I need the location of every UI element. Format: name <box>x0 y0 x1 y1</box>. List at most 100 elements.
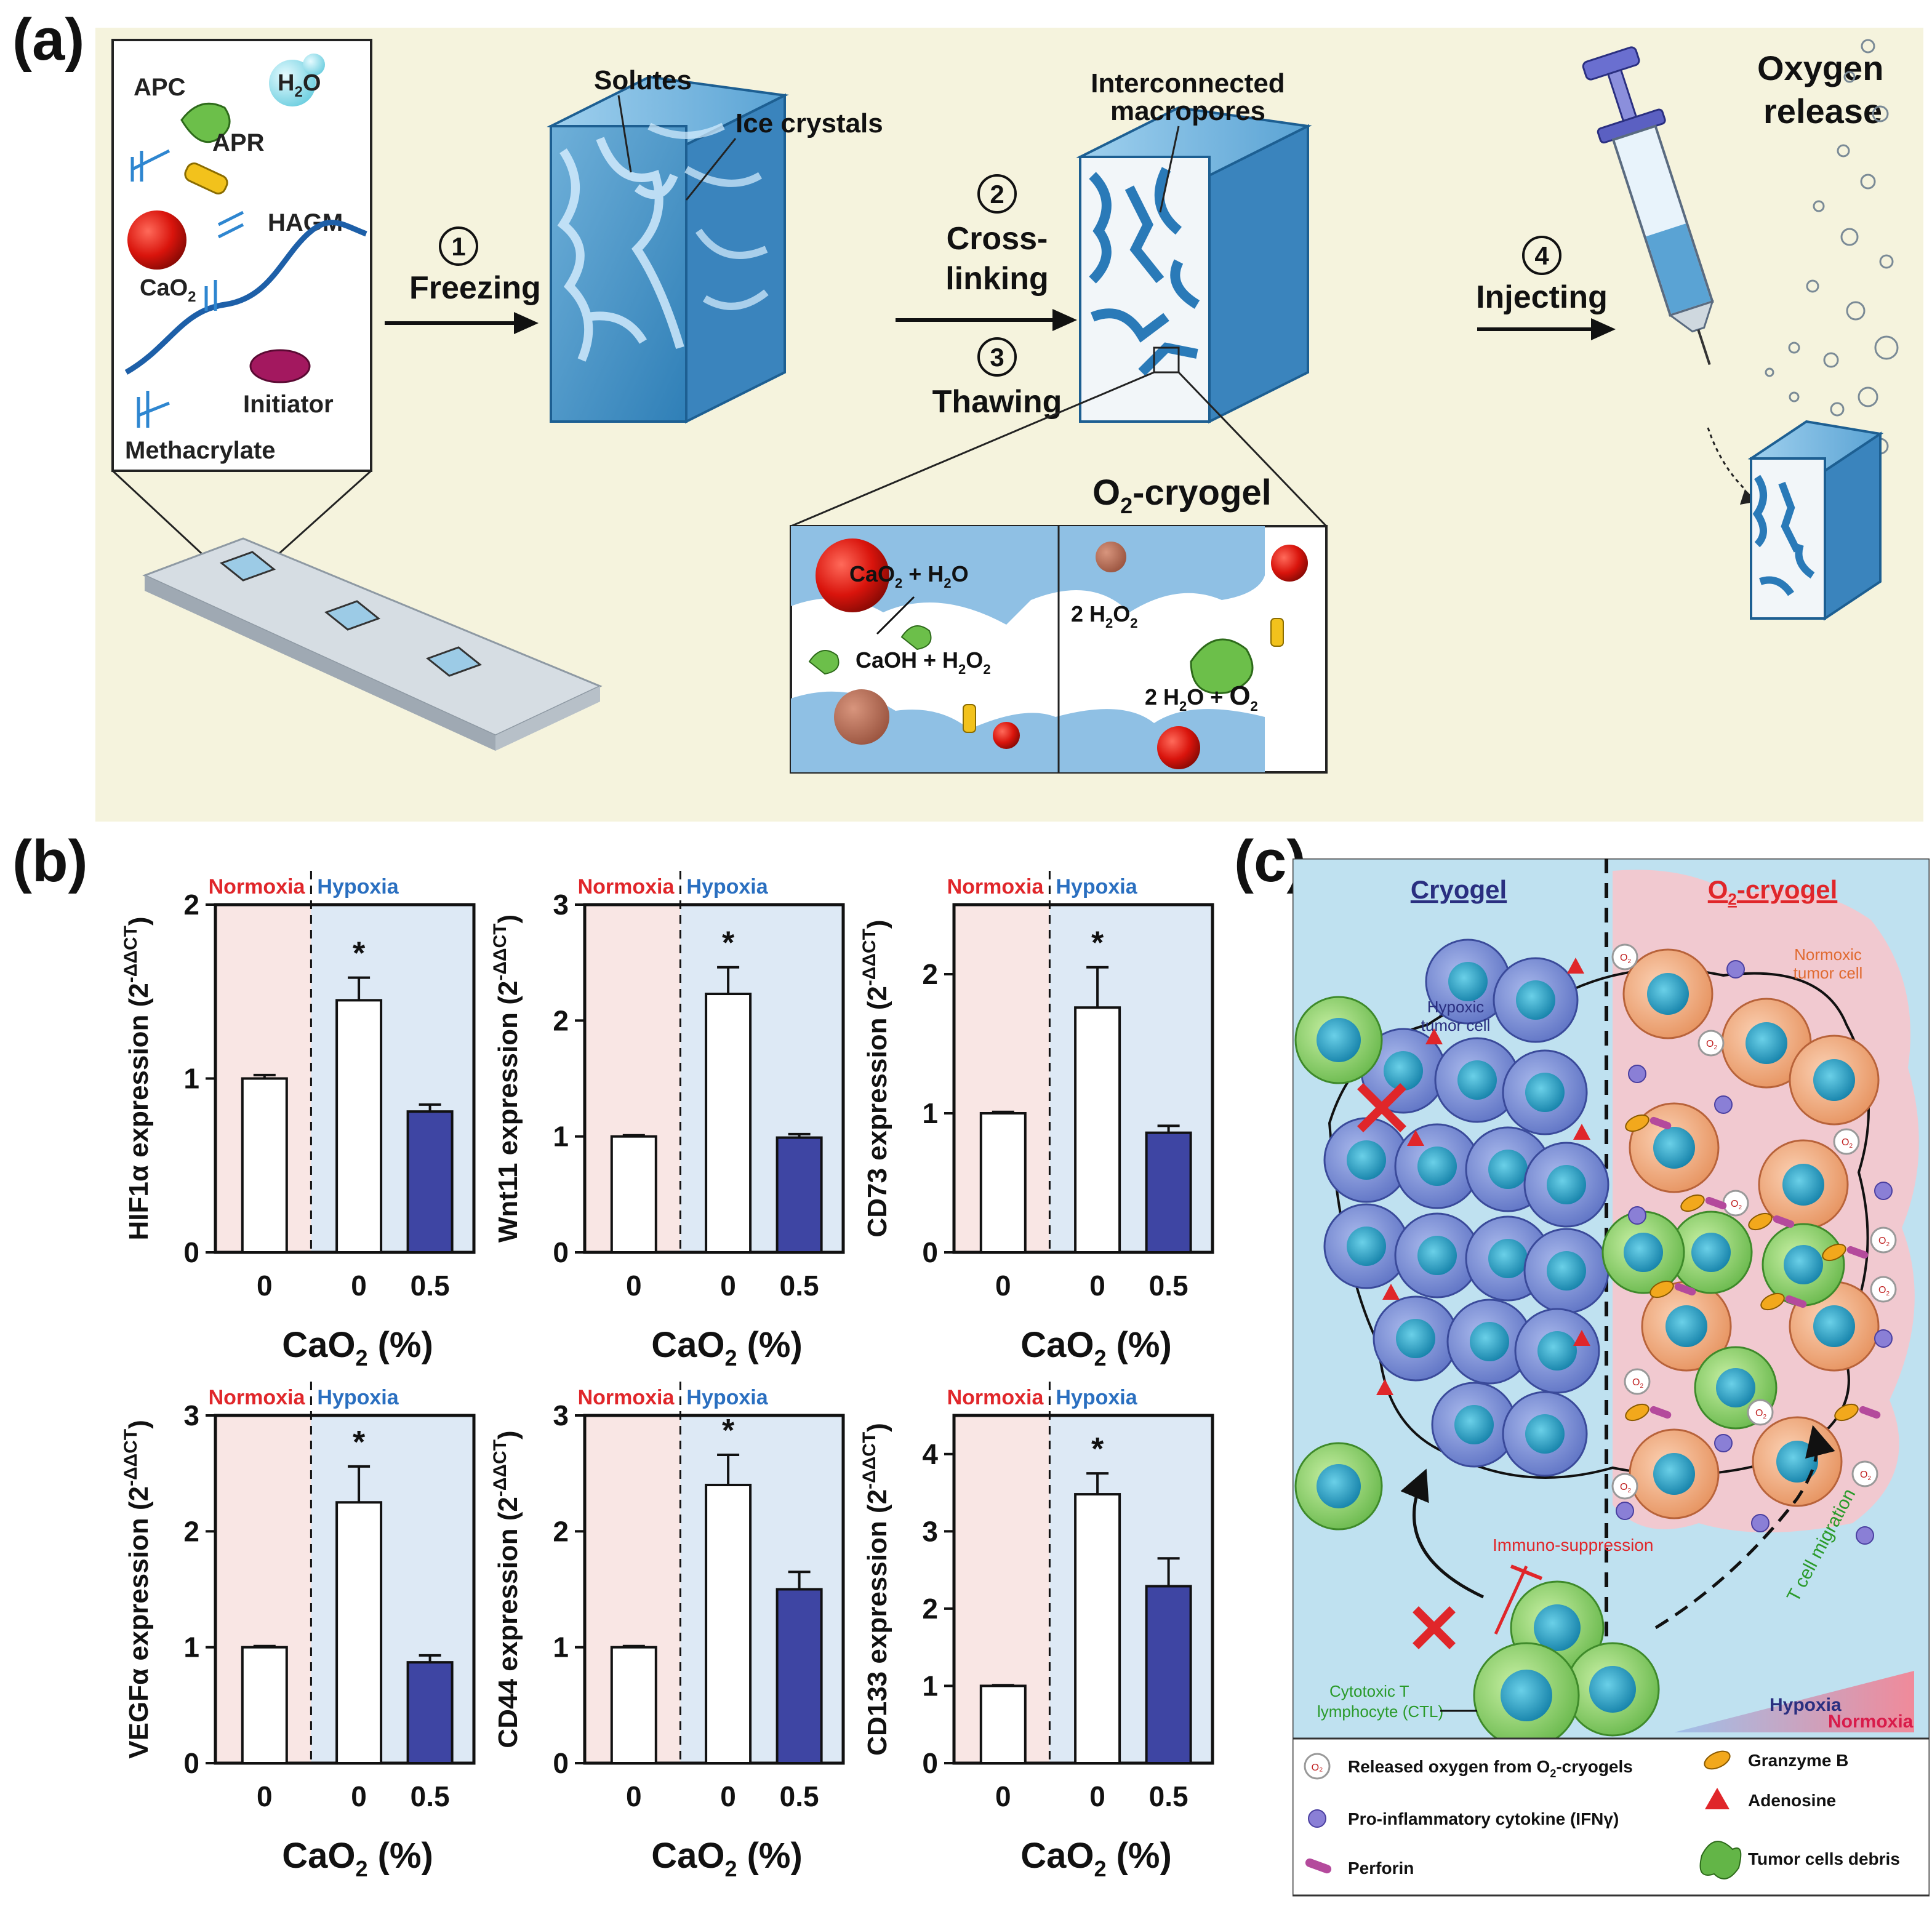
bar-HIF1α-2 <box>406 1110 454 1254</box>
legend-adenosine: Adenosine <box>1748 1791 1836 1810</box>
hypoxia-label: Hypoxia <box>1056 875 1137 898</box>
cell-nucleus <box>1716 1368 1755 1407</box>
hypoxia-label: Hypoxia <box>686 875 768 898</box>
oxygen-badge-label: O2 <box>1878 1236 1890 1248</box>
y-tick-label: 2 <box>922 1593 938 1625</box>
y-tick-label: 1 <box>553 1631 569 1663</box>
cell-nucleus <box>1384 1051 1423 1091</box>
x-tick-label: 0 <box>626 1270 642 1302</box>
y-axis-label: CD73 expression (2-ΔΔCT) <box>859 919 892 1237</box>
y-tick-label: 0 <box>553 1747 569 1779</box>
oxygen-badge-label: O2 <box>1620 953 1631 965</box>
cell-nucleus <box>1347 1140 1386 1180</box>
legend-cytokine: Pro-inflammatory cytokine (IFNγ) <box>1348 1809 1619 1828</box>
cell-nucleus <box>1624 1233 1663 1272</box>
granzyme-marker <box>1625 1403 1649 1422</box>
cell-nucleus <box>1537 1331 1577 1371</box>
cytokine-dot <box>1856 1526 1874 1545</box>
legend-perforin-icon <box>1305 1858 1332 1874</box>
step-4-label: Injecting <box>1476 279 1608 315</box>
oxygen-badge <box>1833 1128 1860 1155</box>
cell-nucleus <box>1347 1227 1386 1266</box>
significance-star: * <box>722 926 735 961</box>
legend-oxygen-icon <box>1304 1753 1331 1780</box>
cell-nucleus <box>1417 1147 1457 1186</box>
y-tick-label: 3 <box>553 889 569 921</box>
apc-label: APC <box>134 74 185 101</box>
legend-granzyme-icon <box>1704 1750 1731 1770</box>
o2-cryogel-title-c: O <box>1708 875 1728 904</box>
gradient-hypoxia-label: Hypoxia <box>1770 1695 1842 1715</box>
methacrylate-label: Methacrylate <box>125 437 276 464</box>
x-tick-label: 0 <box>720 1270 736 1302</box>
y-tick-label: 1 <box>922 1670 938 1702</box>
x-tick-label: 0.5 <box>411 1780 450 1812</box>
apr-label: APR <box>212 129 265 156</box>
y-tick-label: 1 <box>553 1121 569 1153</box>
y-axis-label: HIF1α expression (2-ΔΔCT) <box>121 916 154 1240</box>
solutes-label: Solutes <box>594 65 692 95</box>
cao2-label: CaO <box>140 275 188 301</box>
step-3-number: 3 <box>990 343 1004 372</box>
interconnected-label-line1: Interconnected <box>1091 68 1285 98</box>
granzyme-marker <box>1748 1212 1773 1231</box>
x-axis-label: CaO2 (%) <box>651 1836 803 1881</box>
cell-nucleus <box>1782 1164 1824 1206</box>
x-tick-label: 0.5 <box>780 1270 819 1302</box>
svg-text:O2-cryogel: O2-cryogel <box>1092 473 1272 518</box>
cell-nucleus <box>1547 1165 1586 1204</box>
cytokine-dot <box>1751 1514 1770 1532</box>
perforin-marker <box>1859 1406 1881 1419</box>
bar-CD73-0 <box>979 1112 1027 1254</box>
cell-nucleus <box>1547 1251 1586 1291</box>
macropores-texture <box>1089 167 1200 376</box>
initiator-label: Initiator <box>243 391 334 418</box>
bar-CD73-1 <box>1074 1006 1121 1254</box>
granzyme-marker <box>1625 1114 1649 1132</box>
oxygen-badge <box>1611 943 1638 971</box>
cell-nucleus <box>1691 1233 1731 1272</box>
step-1-label: Freezing <box>409 270 541 306</box>
perforin-marker <box>1674 1283 1696 1296</box>
adenosine-marker <box>1382 1284 1400 1300</box>
normoxia-label: Normoxia <box>578 1386 675 1409</box>
significance-star: * <box>722 1413 735 1449</box>
svg-text:O2-cryogel: O2-cryogel <box>1708 875 1838 908</box>
cryogel-cube <box>1079 156 1211 423</box>
oxygen-badge <box>1624 1368 1651 1395</box>
bar-VEGFα-0 <box>241 1646 288 1764</box>
panel-label-a: (a) <box>12 7 85 73</box>
cao2-particle-icon <box>127 210 186 270</box>
y-tick-label: 4 <box>922 1438 938 1470</box>
interconnected-label-line2: macropores <box>1110 96 1265 126</box>
bar-CD44-1 <box>705 1484 752 1764</box>
legend-debris-icon <box>1699 1841 1742 1879</box>
normoxia-label: Normoxia <box>578 875 675 898</box>
y-tick-label: 1 <box>922 1097 938 1129</box>
x-axis-label: CaO2 (%) <box>1020 1836 1172 1881</box>
y-tick-label: 0 <box>183 1747 199 1779</box>
legend-released-oxygen: Released oxygen from O2-cryogels <box>1348 1757 1633 1780</box>
x-axis-label: CaO2 (%) <box>1020 1325 1172 1371</box>
y-axis-label: VEGFα expression (2-ΔΔCT) <box>121 1420 154 1759</box>
granzyme-marker <box>1834 1403 1859 1422</box>
cytokine-dot <box>1628 1206 1646 1225</box>
x-tick-label: 0.5 <box>780 1780 819 1812</box>
perforin-marker <box>1649 1406 1672 1419</box>
bar-Wnt11-1 <box>705 993 752 1254</box>
x-tick-label: 0 <box>351 1270 367 1302</box>
significance-star: * <box>353 1425 366 1460</box>
adenosine-marker <box>1573 1330 1590 1346</box>
adenosine-marker <box>1407 1130 1424 1146</box>
x-axis-label: CaO2 (%) <box>282 1325 433 1371</box>
oxygen-badge-label: O2 <box>1632 1377 1643 1390</box>
y-tick-label: 2 <box>553 1004 569 1036</box>
hypoxic-label-1: Hypoxic <box>1427 998 1484 1016</box>
y-axis-label: CD133 expression (2-ΔΔCT) <box>859 1423 892 1756</box>
t-cell-migration-arrow <box>1654 1425 1835 1630</box>
oxygen-badge-label: O2 <box>1755 1408 1766 1420</box>
